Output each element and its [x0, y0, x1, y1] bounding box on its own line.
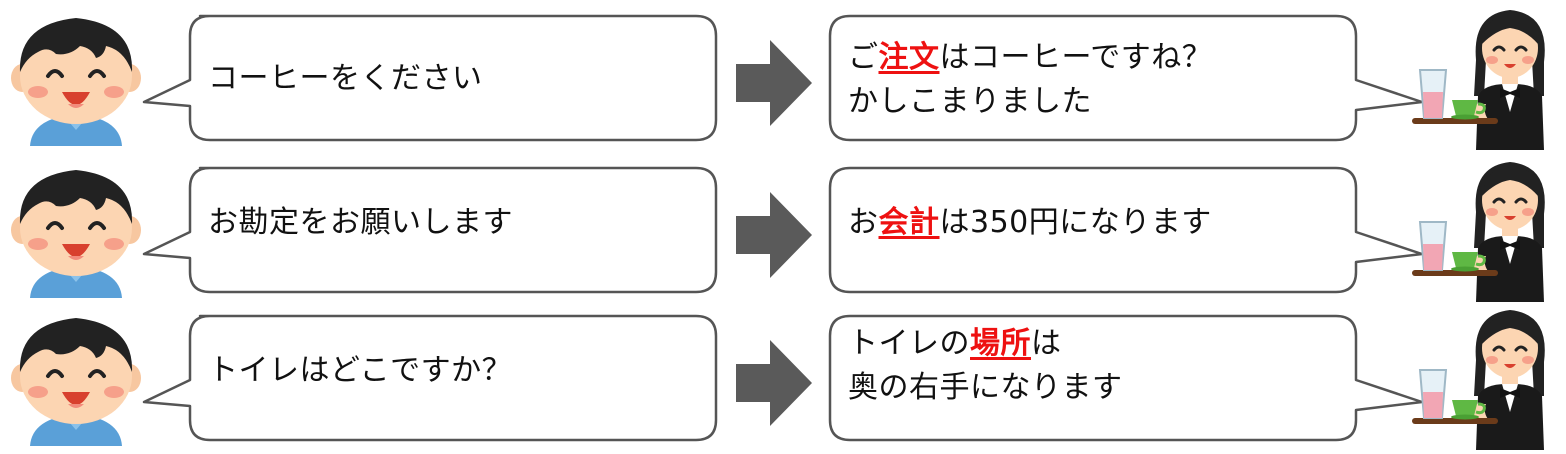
keyword-highlight: 会計	[878, 205, 940, 240]
dialogue-row-1: コーヒーをください ご注文はコーヒーですね？ かしこまりました	[0, 0, 1566, 150]
staff-utterance-line-1: お会計は350円になります	[848, 201, 1212, 245]
staff-text-post: は350円になります	[939, 205, 1212, 240]
staff-text-pre: トイレの	[848, 326, 970, 361]
customer-utterance: トイレはどこですか？	[208, 353, 513, 388]
staff-utterance-line-1: ご注文はコーヒーですね？	[848, 36, 1212, 80]
right-arrow-icon	[734, 38, 814, 128]
customer-utterance: お勘定をお願いします	[208, 205, 513, 240]
staff-text-pre: ご	[848, 40, 879, 75]
customer-utterance: コーヒーをください	[208, 61, 483, 96]
waitress-icon	[1406, 0, 1562, 150]
boy-customer-icon	[8, 6, 144, 146]
staff-text-pre: お	[848, 205, 879, 240]
staff-text-post: はコーヒーですね？	[939, 40, 1213, 75]
waitress-icon	[1406, 300, 1562, 450]
boy-customer-icon	[8, 306, 144, 446]
right-arrow-icon	[734, 190, 814, 280]
staff-utterance-line-2: 奥の右手になります	[848, 370, 1123, 405]
boy-customer-icon	[8, 158, 144, 298]
keyword-highlight: 場所	[970, 326, 1031, 361]
staff-utterance-line-1: トイレの場所は	[848, 322, 1062, 366]
right-arrow-icon	[734, 338, 814, 428]
dialogue-row-3: トイレはどこですか？ トイレの場所は 奥の右手になります	[0, 300, 1566, 450]
keyword-highlight: 注文	[878, 40, 940, 75]
dialogue-row-2: お勘定をお願いします お会計は350円になります	[0, 152, 1566, 302]
staff-text-post: は	[1031, 326, 1062, 361]
staff-utterance-line-2: かしこまりました	[848, 84, 1092, 119]
waitress-icon	[1406, 152, 1562, 302]
